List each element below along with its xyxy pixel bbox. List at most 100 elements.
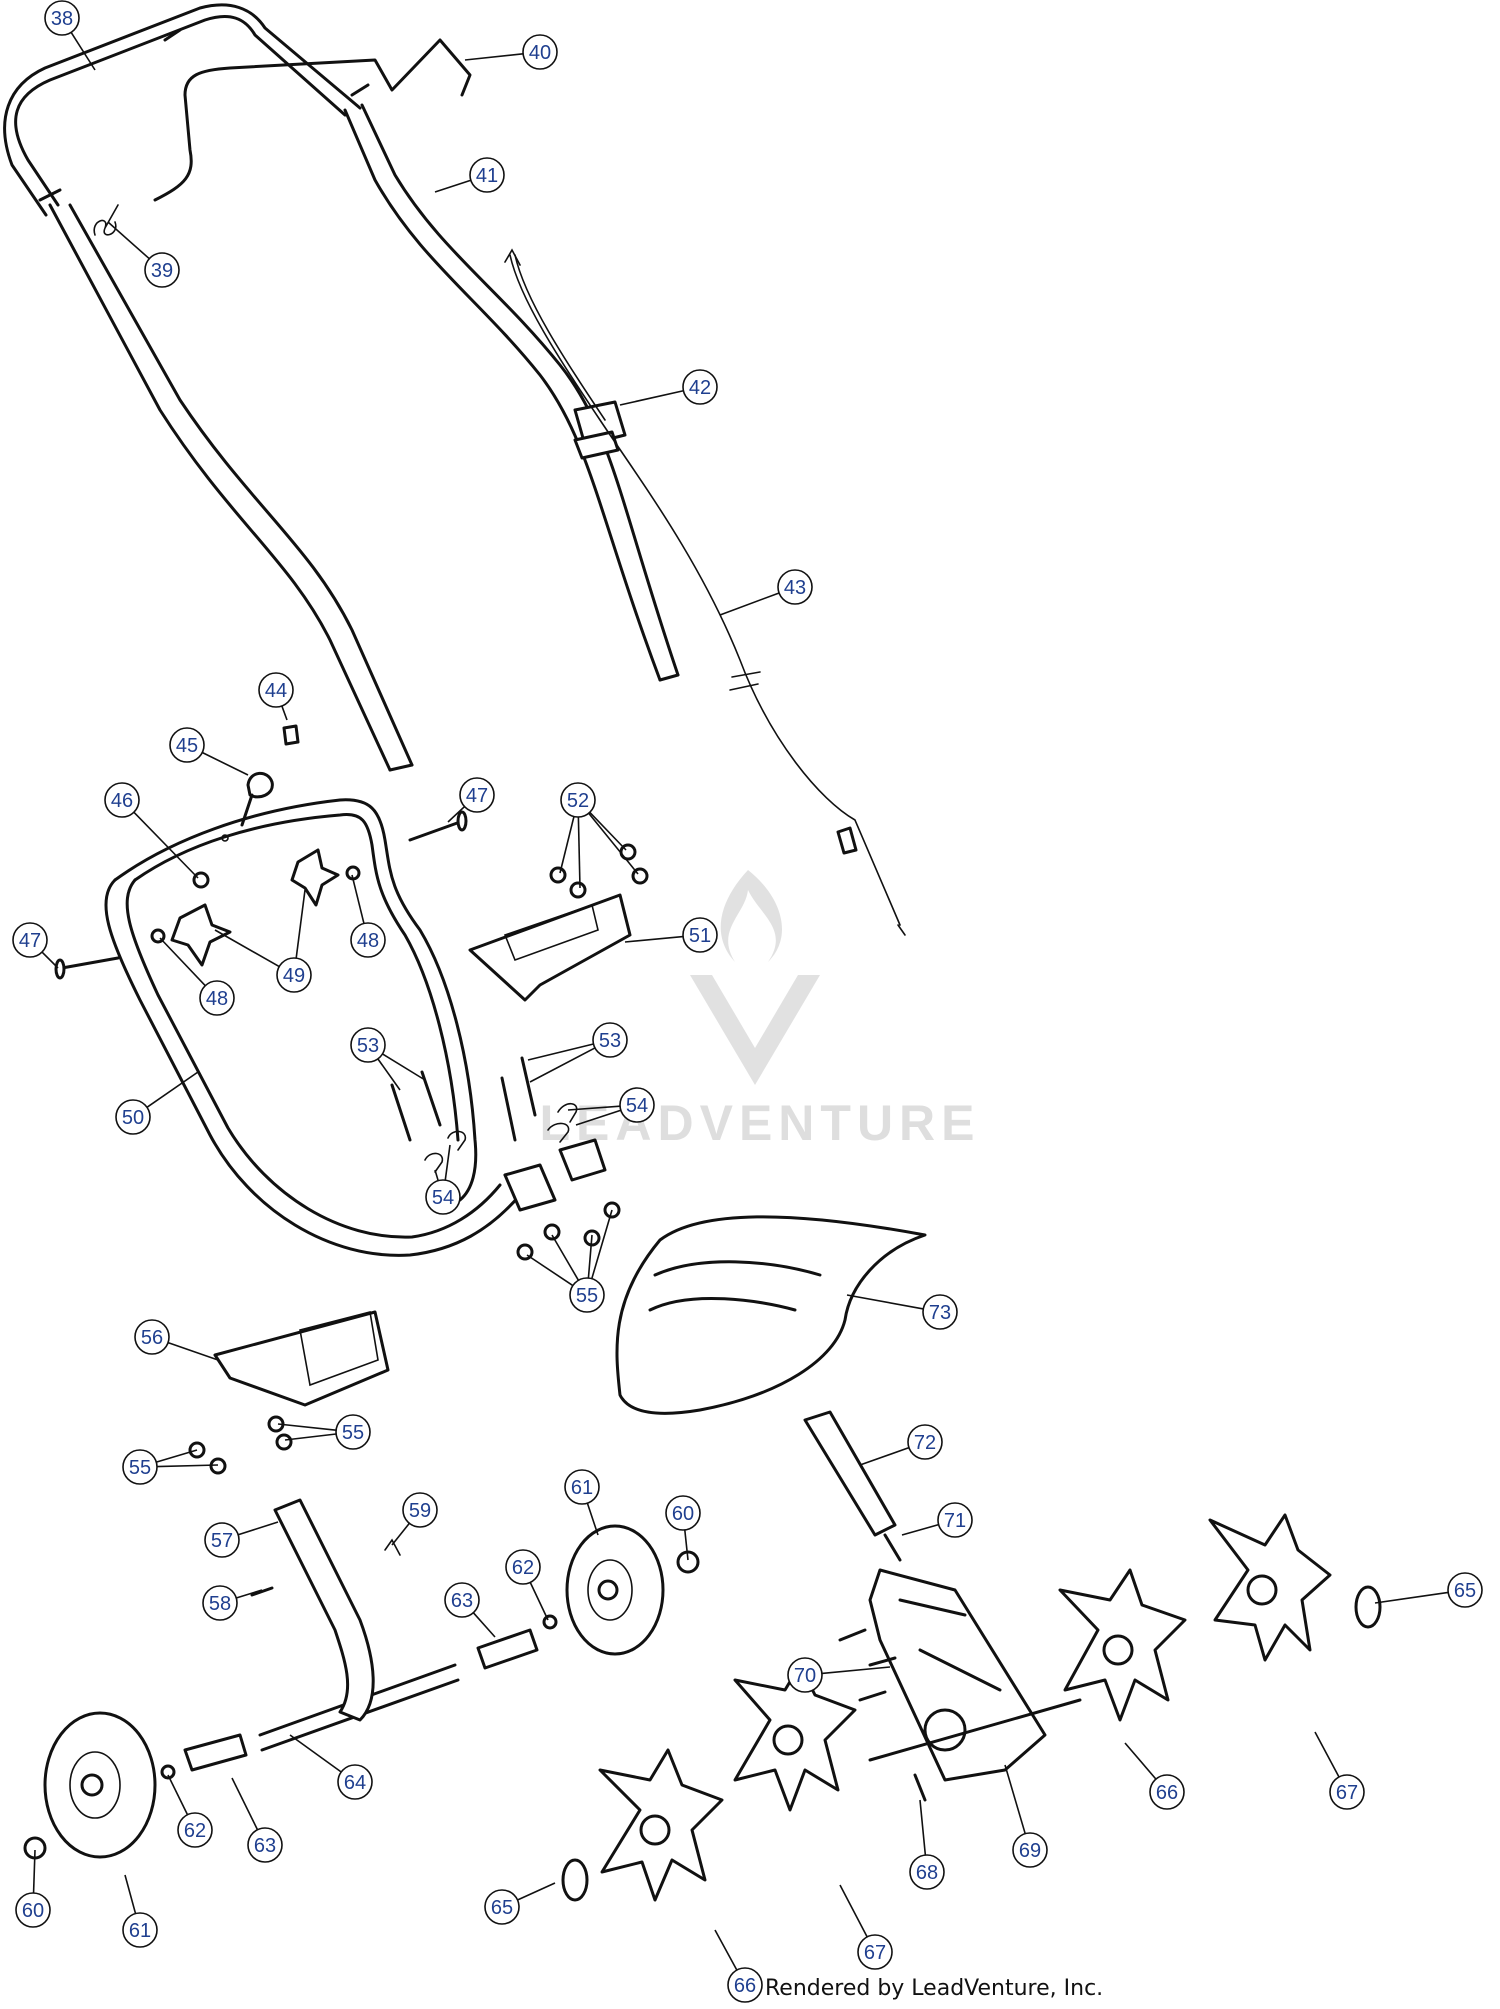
- callout-number: 62: [512, 1557, 534, 1579]
- leader-line: [167, 1341, 219, 1361]
- callout-65: 65: [1447, 1572, 1483, 1608]
- leader-line: [559, 816, 575, 874]
- callout-number: 47: [466, 785, 488, 807]
- callout-circle: [199, 980, 235, 1016]
- callout-60: 60: [665, 1495, 701, 1531]
- leader-line: [1314, 1731, 1340, 1778]
- callout-circle: [522, 34, 558, 70]
- leader-line: [156, 1464, 219, 1468]
- callout-circle: [459, 777, 495, 813]
- callout-number: 66: [734, 1975, 756, 1997]
- callout-circle: [44, 0, 80, 36]
- callout-number: 73: [929, 1302, 951, 1324]
- gearbox-69: [868, 1568, 1047, 1782]
- leader-line: [551, 1234, 580, 1281]
- leader-line: [684, 1529, 689, 1561]
- pin-44: [282, 724, 300, 746]
- leader-line: [133, 811, 199, 879]
- bracket-56: [213, 1310, 390, 1407]
- callout-circle: [922, 1294, 958, 1330]
- leader-line: [624, 935, 684, 943]
- callout-49: 49: [276, 957, 312, 993]
- callout-55: 55: [569, 1277, 605, 1313]
- callout-circle: [619, 1087, 655, 1123]
- coupler-71: [883, 1533, 902, 1562]
- washer-62-b: [160, 1764, 176, 1780]
- callout-60: 60: [15, 1892, 51, 1928]
- hubcap-60-upper: [676, 1550, 700, 1574]
- clips-54: [424, 1102, 578, 1173]
- upper-handle-38: [3, 3, 370, 217]
- callout-circle: [560, 782, 596, 818]
- leader-line: [156, 1449, 198, 1463]
- nuts-55-upper: [516, 1201, 621, 1261]
- callout-63: 63: [444, 1582, 480, 1618]
- leader-line: [529, 1582, 549, 1621]
- callout-number: 45: [176, 735, 198, 757]
- bolt-47-b: [54, 956, 120, 980]
- callout-40: 40: [522, 34, 558, 70]
- leader-line: [231, 1777, 259, 1831]
- callout-55: 55: [122, 1449, 158, 1485]
- watermark-v-icon: [690, 975, 820, 1085]
- callout-circle: [857, 1934, 893, 1970]
- credit-text: Rendered by LeadVenture, Inc.: [765, 1976, 1104, 2001]
- callout-59: 59: [402, 1492, 438, 1528]
- callout-circle: [134, 1319, 170, 1355]
- callout-number: 68: [916, 1862, 938, 1884]
- leader-line: [719, 592, 780, 616]
- callout-51: 51: [682, 917, 718, 953]
- leader-line: [591, 1209, 613, 1279]
- callout-number: 48: [357, 930, 379, 952]
- callout-number: 56: [141, 1327, 163, 1349]
- callout-circle: [909, 1854, 945, 1890]
- callout-circle: [177, 1812, 213, 1848]
- leader-line: [526, 1254, 574, 1287]
- leader-line: [821, 1666, 891, 1675]
- leader-line: [575, 1109, 622, 1126]
- callout-number: 55: [576, 1285, 598, 1307]
- leader-line: [281, 705, 288, 721]
- callout-number: 57: [211, 1530, 233, 1552]
- wheel-bracket-57: [273, 1498, 375, 1722]
- leader-line: [587, 1234, 593, 1279]
- callout-circle: [122, 1449, 158, 1485]
- callout-circle: [682, 369, 718, 405]
- callout-number: 50: [122, 1107, 144, 1129]
- leader-line: [284, 1433, 337, 1441]
- callout-number: 58: [209, 1593, 231, 1615]
- callout-number: 38: [51, 8, 73, 30]
- watermark: LEADVENTURE: [539, 870, 975, 1151]
- callout-number: 60: [672, 1503, 694, 1525]
- callout-circle: [202, 1585, 238, 1621]
- callout-circle: [777, 569, 813, 605]
- callout-circle: [425, 1179, 461, 1215]
- callout-56: 56: [134, 1319, 170, 1355]
- callout-circle: [484, 1889, 520, 1925]
- bolt-47-a: [408, 810, 468, 842]
- spacer-63-a: [476, 1628, 539, 1670]
- spring-clip-39: [93, 204, 119, 236]
- callout-circle: [569, 1277, 605, 1313]
- leader-line: [619, 389, 684, 406]
- callout-67: 67: [857, 1934, 893, 1970]
- callout-47: 47: [459, 777, 495, 813]
- callout-50: 50: [115, 1099, 151, 1135]
- callout-55: 55: [335, 1414, 371, 1450]
- leader-line: [434, 179, 472, 193]
- wheel-61-lower: [43, 1711, 157, 1859]
- leader-line: [41, 951, 59, 969]
- callout-70: 70: [787, 1657, 823, 1693]
- leader-line: [377, 1058, 401, 1091]
- callout-number: 70: [794, 1665, 816, 1687]
- leader-line: [517, 1882, 556, 1901]
- leader-line: [1374, 1591, 1449, 1604]
- leader-line: [32, 1849, 36, 1894]
- callout-46: 46: [104, 782, 140, 818]
- callout-circle: [337, 1764, 373, 1800]
- callout-circle: [1012, 1832, 1048, 1868]
- callout-number: 41: [476, 165, 498, 187]
- callout-number: 47: [19, 930, 41, 952]
- callout-number: 65: [1454, 1580, 1476, 1602]
- leader-line: [444, 1144, 451, 1181]
